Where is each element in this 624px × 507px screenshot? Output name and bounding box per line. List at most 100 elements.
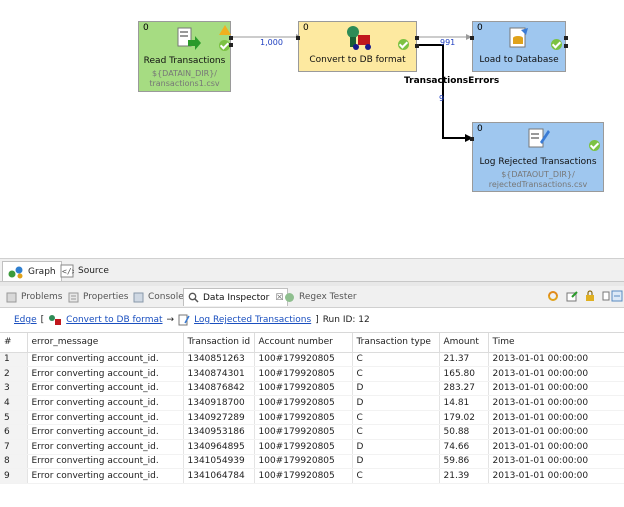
table-cell: D <box>352 395 440 411</box>
console-icon <box>133 292 144 302</box>
problems-icon <box>6 292 17 302</box>
view-tab-bar: Problems Properties Console Data Inspect… <box>0 286 624 308</box>
column-header[interactable]: error_message <box>27 333 184 353</box>
table-cell: 1341064784 <box>183 468 255 484</box>
tab-label: Data Inspector <box>203 292 270 303</box>
node-read-transactions[interactable]: 0 Read Transactions ${DATAIN_DIR}/ trans… <box>138 21 233 92</box>
edge-read-convert-count: 1,000 <box>260 38 283 47</box>
table-cell: 2013-01-01 00:00:00 <box>488 381 624 397</box>
table-cell: 1340874301 <box>183 366 255 382</box>
table-cell: 21.37 <box>439 352 489 368</box>
output-port[interactable] <box>564 36 568 40</box>
output-port[interactable] <box>564 44 568 48</box>
input-port[interactable] <box>296 36 300 40</box>
output-port[interactable] <box>415 44 419 48</box>
status-ok-icon <box>398 39 409 50</box>
table-cell: D <box>352 454 440 470</box>
table-cell: 21.39 <box>439 468 489 484</box>
tab-properties[interactable]: Properties <box>64 288 132 306</box>
table-cell: 100#179920805 <box>254 381 353 397</box>
column-header[interactable]: Transaction type <box>352 333 440 353</box>
table-cell: 2013-01-01 00:00:00 <box>488 439 624 455</box>
file-writer-icon <box>178 314 190 326</box>
tab-problems[interactable]: Problems <box>2 288 66 306</box>
table-cell: 2013-01-01 00:00:00 <box>488 395 624 411</box>
table-cell: 5 <box>0 410 28 426</box>
records-table: # error_message Transaction id Account n… <box>0 333 624 484</box>
close-icon[interactable]: ☒ <box>275 292 284 303</box>
bracket-close: ] <box>315 315 319 325</box>
database-writer-icon <box>509 27 528 48</box>
table-cell: 2013-01-01 00:00:00 <box>488 424 624 441</box>
table-cell: 2013-01-01 00:00:00 <box>488 454 624 470</box>
tab-label: Properties <box>83 292 129 302</box>
target-component-link[interactable]: Log Rejected Transactions <box>194 315 312 325</box>
edge-convert-to-log <box>417 44 466 139</box>
export-icon[interactable] <box>566 290 578 302</box>
bracket-open: [ <box>40 315 45 325</box>
table-cell: Error converting account_id. <box>27 424 184 441</box>
column-header[interactable]: Transaction id <box>183 333 255 353</box>
table-cell: 2013-01-01 00:00:00 <box>488 410 624 426</box>
minimize-icon[interactable] <box>611 290 623 302</box>
table-cell: 8 <box>0 454 28 470</box>
node-log-rejected-transactions[interactable]: 0 Log Rejected Transactions ${DATAOUT_DI… <box>470 122 604 192</box>
node-load-to-database[interactable]: 0 Load to Database <box>470 21 568 72</box>
output-port[interactable] <box>415 36 419 40</box>
output-port[interactable] <box>229 36 233 40</box>
table-cell: 1340918700 <box>183 395 255 411</box>
divider <box>0 282 624 286</box>
table-cell: 100#179920805 <box>254 439 353 455</box>
tab-source[interactable]: </> Source <box>55 261 114 281</box>
column-header[interactable]: Account number <box>254 333 353 353</box>
table-cell: 2013-01-01 00:00:00 <box>488 352 624 368</box>
table-cell: C <box>352 424 440 441</box>
graph-canvas[interactable]: 1,000 991 TransactionsErrors 9 0 Read Tr… <box>0 0 624 258</box>
edge-convert-load-count: 991 <box>440 38 456 47</box>
column-header[interactable]: Time <box>488 333 624 353</box>
output-port[interactable] <box>229 43 233 47</box>
tab-console[interactable]: Console <box>129 288 188 306</box>
input-port[interactable] <box>470 36 474 40</box>
edge-link[interactable]: Edge <box>14 315 37 325</box>
column-header[interactable]: # <box>0 333 28 353</box>
table-cell: 1340953186 <box>183 424 255 441</box>
table-cell: C <box>352 352 440 368</box>
view-menu-icon[interactable] <box>600 290 612 302</box>
table-cell: 1340876842 <box>183 381 255 397</box>
data-grid[interactable]: # error_message Transaction id Account n… <box>0 332 624 507</box>
input-port[interactable] <box>470 137 474 141</box>
table-cell: 74.66 <box>439 439 489 455</box>
table-cell: 1340927289 <box>183 410 255 426</box>
lock-icon[interactable] <box>584 290 596 302</box>
tab-label: Problems <box>21 292 63 302</box>
tab-label: Graph <box>28 266 56 277</box>
table-cell: 165.80 <box>439 366 489 382</box>
table-cell: C <box>352 366 440 382</box>
table-cell: 59.86 <box>439 454 489 470</box>
table-cell: 1340964895 <box>183 439 255 455</box>
status-ok-icon <box>551 39 562 50</box>
table-cell: 283.27 <box>439 381 489 397</box>
column-header[interactable]: Amount <box>439 333 489 353</box>
tab-regex-tester[interactable]: Regex Tester <box>280 288 361 306</box>
table-cell: 1340851263 <box>183 352 255 368</box>
tab-data-inspector[interactable]: Data Inspector ☒ <box>183 288 289 306</box>
node-convert-to-db-format[interactable]: 0 Convert to DB format <box>296 21 419 72</box>
tab-graph[interactable]: Graph <box>2 261 62 281</box>
sync-icon[interactable] <box>547 290 559 302</box>
table-cell: 2013-01-01 00:00:00 <box>488 366 624 382</box>
table-cell: 100#179920805 <box>254 395 353 411</box>
table-cell: 3 <box>0 381 28 397</box>
source-component-link[interactable]: Convert to DB format <box>66 315 163 325</box>
edge-errors-count: 9 <box>439 94 445 103</box>
